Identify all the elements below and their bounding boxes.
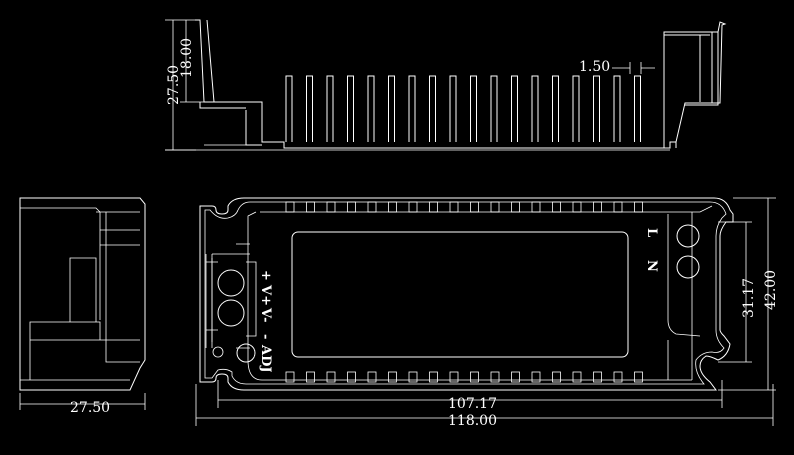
dim-depth-label: 27.50 [70,400,110,416]
top-view-right-block [664,31,719,148]
edge-tab [285,201,295,213]
front-view: + V+ V- - ADJ L N 107.17 118.00 31.17 42… [195,197,779,429]
front-view-inner-outline [204,201,727,385]
label-adj: ADJ [258,344,273,373]
dim-total-length-label: 118.00 [448,413,497,429]
edge-tab [449,201,459,213]
dim-inner-height-label: 18.00 [179,38,195,78]
edge-tab [347,371,356,383]
dim-inner-length-line [217,380,723,408]
top-view: 27.50 18.00 1.50 [165,19,727,151]
edge-tab [306,371,315,383]
top-view-fins [285,75,641,142]
side-view: 27.50 [19,197,146,416]
label-l: L [644,228,659,237]
terminal-v-minus [217,299,245,327]
top-view-outline [195,19,727,149]
heatsink-fin [531,75,539,142]
edge-tab [429,371,438,383]
heatsink-fin [347,75,354,142]
top-view-left-inner [199,19,262,146]
label-minus: - [258,334,273,339]
terminal-hole [212,346,224,358]
edge-tab [552,201,561,213]
heatsink-fin [613,75,621,142]
edge-tab [388,201,397,213]
edge-tab [408,371,418,383]
heatsink-fin [326,75,334,142]
heatsink-fin [511,75,518,142]
edge-tab [593,201,602,213]
heatsink-fin [429,75,436,142]
heatsink-fin [470,75,477,142]
edge-tab [306,201,315,213]
heatsink-fin [490,75,498,142]
dim-inner-width-label: 31.17 [741,278,757,318]
heatsink-fin [408,75,416,142]
edge-tab [572,201,582,213]
label-plus: + [258,270,273,281]
terminal-v-plus [217,269,245,297]
dim-overall-height-label: 27.50 [166,65,182,105]
dim-inner-length-label: 107.17 [448,396,497,412]
front-view-window [291,231,629,358]
edge-tab [552,371,561,383]
top-view-bottom [165,144,670,151]
heatsink-fin [572,75,580,142]
label-v-minus: V- [258,307,273,323]
edge-tab [285,371,295,383]
edge-tab [470,371,479,383]
edge-tab [470,201,479,213]
edge-tab [347,201,356,213]
edge-tab [511,371,520,383]
edge-tab [326,201,336,213]
front-view-outline [199,197,734,391]
dim-total-length-line [195,384,774,426]
dim-overall-height-line [165,19,196,151]
edge-tab [634,371,643,383]
heatsink-fin [367,75,375,142]
edge-tab [634,201,643,213]
edge-tab [326,371,336,383]
heatsink-fin [552,75,559,142]
heatsink-fin [593,75,600,142]
edge-tab [388,371,397,383]
edge-tab [613,201,623,213]
dim-depth-line [19,393,146,410]
dim-total-width-line [718,197,776,391]
side-view-inner [19,207,140,381]
edge-tab [429,201,438,213]
edge-tab [408,201,418,213]
heatsink-fin [449,75,457,142]
heatsink-fin [306,75,313,142]
edge-tab [367,201,377,213]
heatsink-fin [285,75,293,142]
terminal-n [676,255,700,279]
dim-fin-label: 1.50 [579,59,610,75]
edge-tab [367,371,377,383]
dim-fin-line [612,62,655,74]
edge-tab [490,371,500,383]
edge-tab [531,201,541,213]
dim-inner-height-line [180,20,204,103]
edge-tab [490,201,500,213]
terminal-adj [236,343,256,363]
terminal-l [676,224,700,248]
edge-tab [531,371,541,383]
front-view-tabs [285,201,643,383]
dim-inner-width-line [718,221,752,363]
label-n: N [644,260,659,272]
side-view-outline [19,197,146,391]
edge-tab [511,201,520,213]
heatsink-fin [634,75,641,142]
label-v-plus: V+ [258,284,273,306]
edge-tab [572,371,582,383]
edge-tab [449,371,459,383]
edge-tab [593,371,602,383]
edge-tab [613,371,623,383]
heatsink-fin [388,75,395,142]
dim-total-width-label: 42.00 [763,270,779,310]
terminal-bracket [206,258,257,342]
